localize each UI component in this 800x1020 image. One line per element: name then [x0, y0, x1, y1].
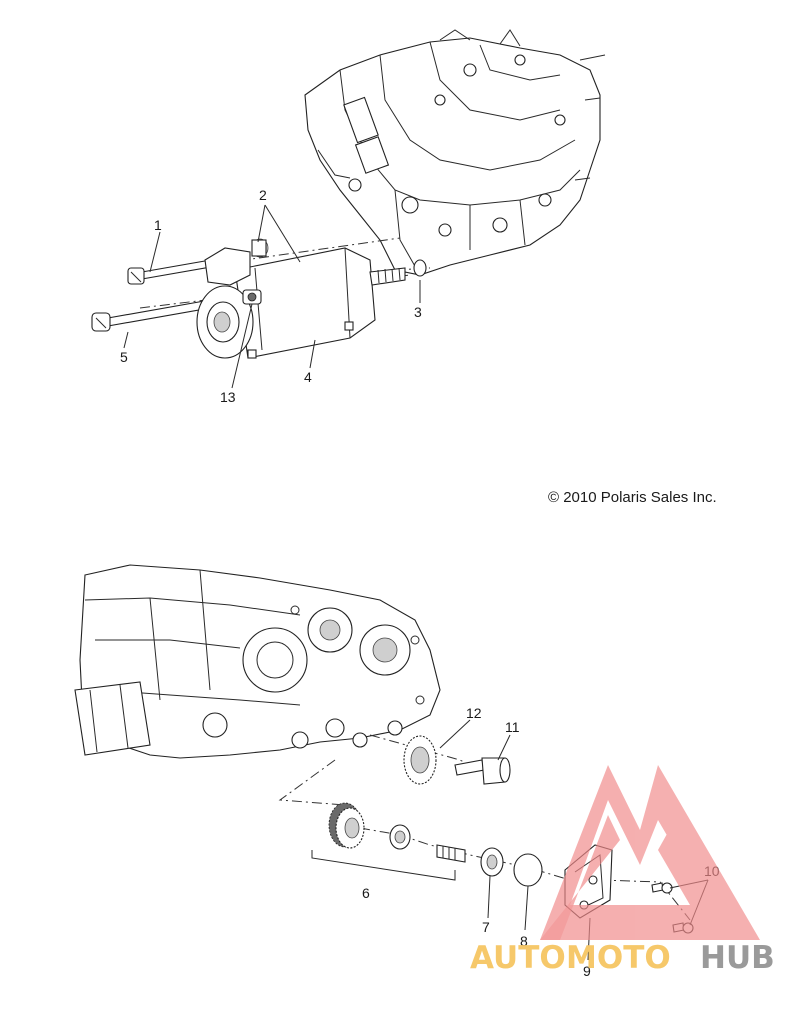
idler-shaft [454, 757, 511, 785]
bracket-6 [311, 850, 456, 881]
callout-9: 9 [583, 963, 591, 979]
callout-5: 5 [120, 349, 128, 365]
callout-13: 13 [220, 389, 236, 405]
callout-4: 4 [304, 369, 312, 385]
svg-text:MOTO: MOTO [566, 940, 671, 976]
callout-11: 11 [505, 719, 520, 735]
top-leader-lines [123, 204, 421, 389]
bolt-lower [91, 299, 211, 332]
callout-3: 3 [414, 304, 422, 320]
watermark-logo [540, 765, 760, 940]
copyright-notice: © 2010 Polaris Sales Inc. [548, 489, 717, 506]
callout-1: 1 [154, 217, 162, 233]
callout-12: 12 [466, 705, 482, 721]
svg-text:HUB: HUB [700, 940, 775, 976]
starter-drive [328, 802, 466, 863]
svg-text:AUTO: AUTO [470, 940, 566, 976]
bearing [480, 847, 504, 877]
lower-crankcase [74, 564, 441, 759]
watermark-text: AUTO MOTO HUB [470, 940, 775, 976]
starter-motor [196, 247, 406, 359]
callout-7: 7 [482, 919, 490, 935]
upper-crankcase [304, 29, 606, 276]
callout-8: 8 [520, 933, 528, 949]
o-ring [413, 259, 427, 277]
idler-gear [403, 735, 437, 785]
cover-o-ring [513, 853, 543, 887]
callout-6: 6 [362, 885, 370, 901]
callout-2: 2 [259, 187, 267, 203]
bolt-upper [127, 257, 223, 285]
